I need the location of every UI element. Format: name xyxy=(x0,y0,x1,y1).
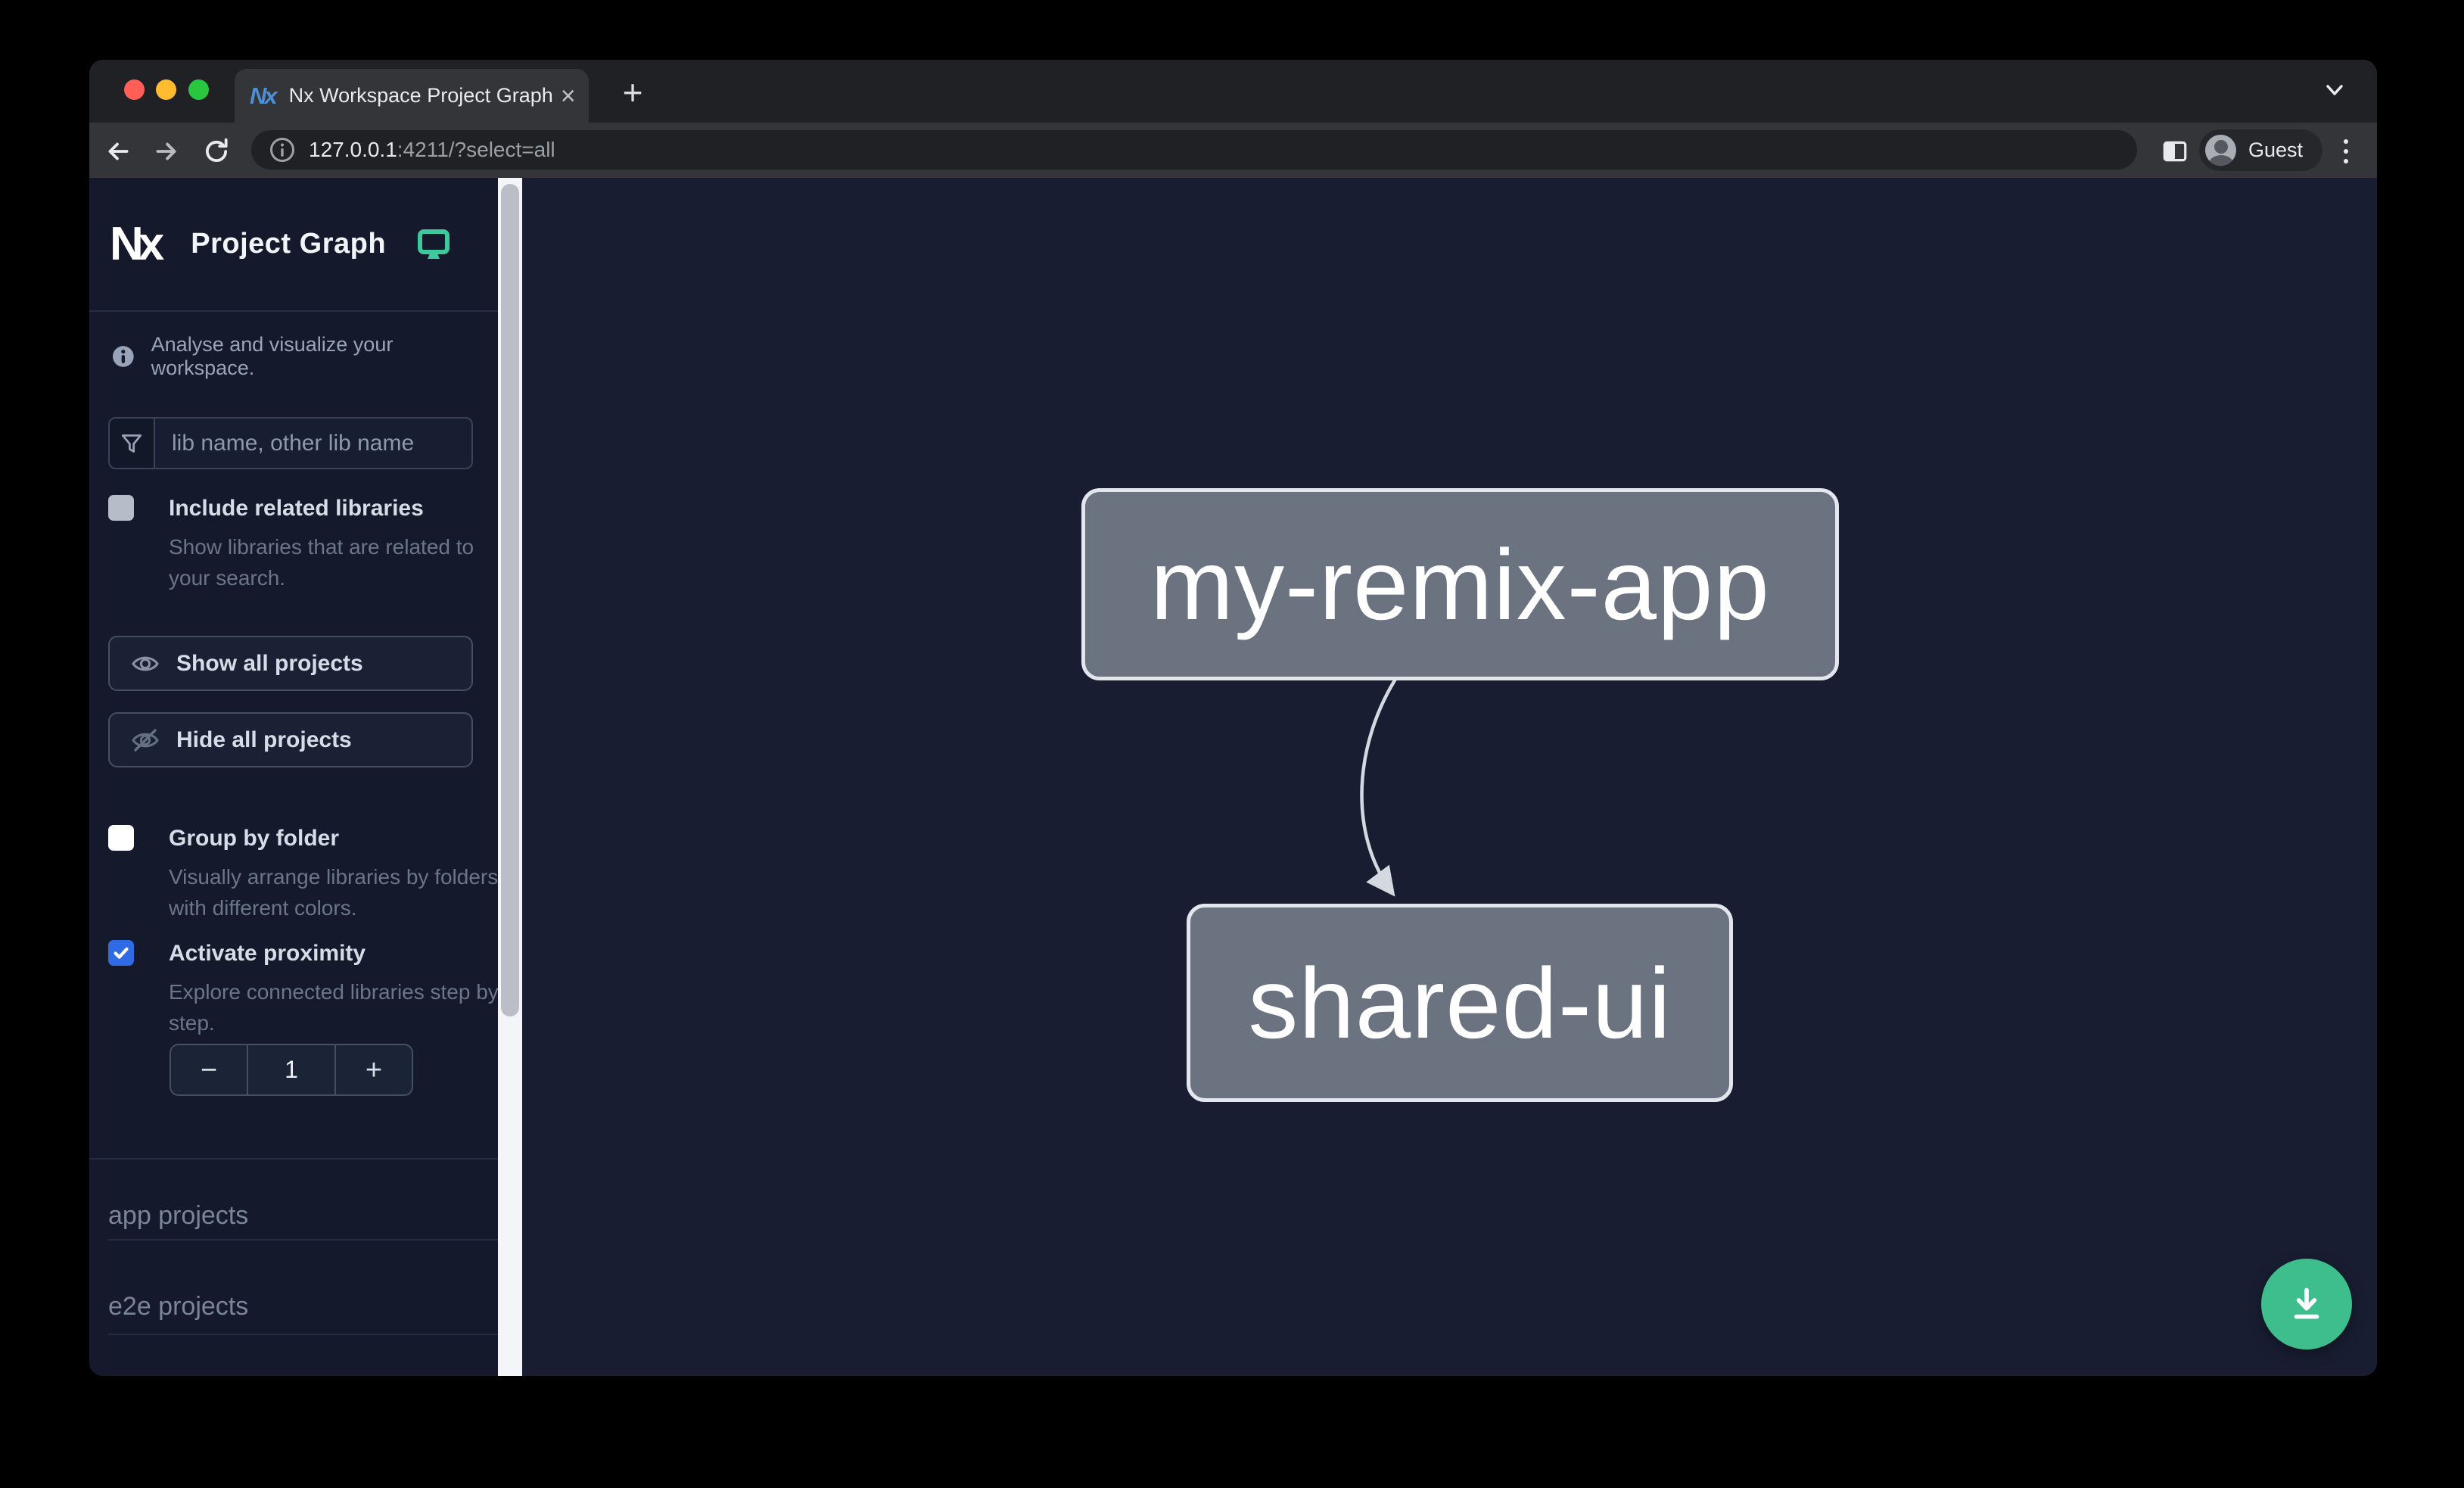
url-path: :4211/?select=all xyxy=(397,138,555,161)
filter-icon xyxy=(110,419,155,468)
browser-tab[interactable]: Nx Nx Workspace Project Graph × xyxy=(235,69,589,123)
tab-close-icon[interactable]: × xyxy=(560,81,576,111)
download-graph-button[interactable] xyxy=(2261,1259,2352,1349)
edge-my-remix-app-to-shared-ui xyxy=(1360,673,1400,897)
site-info-icon[interactable] xyxy=(269,137,295,163)
profile-button[interactable]: Guest xyxy=(2199,129,2323,171)
include-related-checkbox[interactable] xyxy=(108,495,134,521)
scrollbar-thumb[interactable] xyxy=(501,184,519,1016)
sidebar-header: Nx Project Graph xyxy=(89,178,498,312)
monitor-icon[interactable] xyxy=(416,228,451,261)
maximize-window-button[interactable] xyxy=(188,79,209,100)
show-all-projects-button[interactable]: Show all projects xyxy=(108,636,473,691)
forward-button[interactable] xyxy=(151,136,182,167)
browser-window: Nx Nx Workspace Project Graph × + xyxy=(89,60,2377,1376)
proximity-value: 1 xyxy=(247,1045,336,1094)
tab-search-chevron-icon[interactable] xyxy=(2323,81,2346,103)
url-host: 127.0.0.1 xyxy=(309,138,397,161)
nx-favicon-icon: Nx xyxy=(250,82,278,109)
divider xyxy=(89,1158,498,1160)
divider xyxy=(108,1239,498,1241)
page-title: Project Graph xyxy=(191,228,387,260)
sidebar: Nx Project Graph Analyse and visualize y… xyxy=(89,178,499,1376)
project-graph-canvas[interactable]: my-remix-app shared-ui xyxy=(522,178,2377,1376)
eye-icon xyxy=(132,656,159,671)
activate-proximity-label: Activate proximity xyxy=(169,941,366,966)
sidebar-scrollbar[interactable] xyxy=(498,178,522,1376)
include-related-label: Include related libraries xyxy=(169,496,424,521)
info-icon xyxy=(112,346,134,367)
include-related-row: Include related libraries Show libraries… xyxy=(108,495,474,616)
workspace-info-text: Analyse and visualize your workspace. xyxy=(151,333,394,379)
new-tab-button[interactable]: + xyxy=(622,73,643,112)
reload-button[interactable] xyxy=(201,136,232,167)
section-app-projects: app projects xyxy=(108,1201,249,1230)
nx-logo: Nx xyxy=(110,217,164,270)
graph-edges xyxy=(1360,673,1400,897)
profile-label: Guest xyxy=(2248,139,2304,161)
divider xyxy=(108,1334,498,1335)
page-content: Nx Project Graph Analyse and visualize y… xyxy=(89,178,2377,1376)
tab-title: Nx Workspace Project Graph xyxy=(288,84,553,107)
activate-proximity-row: Activate proximity Explore connected lib… xyxy=(108,940,499,1061)
checkmark-icon xyxy=(114,947,129,959)
minimize-window-button[interactable] xyxy=(156,79,176,100)
eye-off-icon xyxy=(132,728,159,752)
browser-menu-icon[interactable] xyxy=(2331,136,2361,167)
tab-strip: Nx Nx Workspace Project Graph × + xyxy=(89,60,2377,123)
proximity-increment-button[interactable]: + xyxy=(365,1054,383,1086)
section-e2e-projects: e2e projects xyxy=(108,1292,249,1321)
proximity-stepper: − 1 + xyxy=(170,1044,413,1096)
include-related-description: Show libraries that are related to your … xyxy=(169,535,474,590)
search-box xyxy=(108,417,473,469)
url-text: 127.0.0.1:4211/?select=all xyxy=(309,138,555,162)
side-panel-icon[interactable] xyxy=(2160,136,2190,167)
url-bar[interactable]: 127.0.0.1:4211/?select=all xyxy=(251,130,2137,170)
hide-all-projects-label: Hide all projects xyxy=(176,727,352,752)
activate-proximity-checkbox[interactable] xyxy=(108,940,134,966)
workspace-info: Analyse and visualize your workspace. xyxy=(112,333,498,380)
activate-proximity-description: Explore connected libraries step by step… xyxy=(169,980,499,1035)
proximity-decrement-button[interactable]: − xyxy=(200,1054,218,1086)
group-by-folder-label: Group by folder xyxy=(169,826,339,851)
close-window-button[interactable] xyxy=(124,79,145,100)
graph-node-shared-ui[interactable]: shared-ui xyxy=(1187,904,1733,1102)
search-input[interactable] xyxy=(155,419,471,468)
avatar-icon xyxy=(2205,135,2236,166)
download-icon xyxy=(2294,1287,2319,1319)
show-all-projects-label: Show all projects xyxy=(176,650,363,676)
browser-toolbar: 127.0.0.1:4211/?select=all Guest xyxy=(89,123,2377,178)
group-by-folder-description: Visually arrange libraries by folders wi… xyxy=(169,865,499,920)
graph-node-my-remix-app[interactable]: my-remix-app xyxy=(1081,488,1839,680)
group-by-folder-row: Group by folder Visually arrange librari… xyxy=(108,825,498,946)
back-button[interactable] xyxy=(103,136,133,167)
hide-all-projects-button[interactable]: Hide all projects xyxy=(108,712,473,767)
group-by-folder-checkbox[interactable] xyxy=(108,825,134,851)
